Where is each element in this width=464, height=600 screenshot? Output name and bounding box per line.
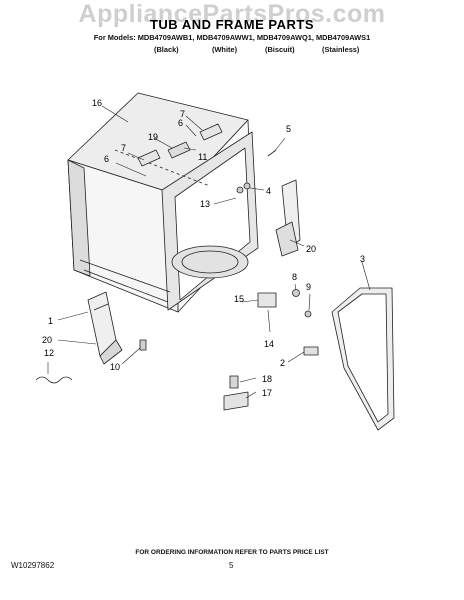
- part-19-bracket: [167, 141, 191, 159]
- callout-8: 8: [292, 272, 297, 282]
- watermark: AppliancePartsPros.com: [78, 0, 386, 28]
- part-9-screw: [304, 310, 312, 318]
- part-7-bracket-lower: [137, 149, 161, 167]
- left-bracket: [87, 291, 123, 365]
- callout-17: 17: [262, 388, 272, 398]
- part-17-leveling-leg: [223, 391, 249, 411]
- part-4-nut: [236, 186, 244, 194]
- callout-6: 6: [178, 118, 183, 128]
- right-bracket: [275, 179, 301, 257]
- callout-19: 19: [148, 132, 158, 142]
- callout-15: 15: [234, 294, 244, 304]
- callout-7: 7: [180, 109, 185, 119]
- part-8-screw: [292, 289, 300, 297]
- part-7-bracket-upper: [199, 123, 223, 141]
- color-biscuit: (Biscuit): [265, 45, 295, 54]
- ordering-note: FOR ORDERING INFORMATION REFER TO PARTS …: [135, 549, 329, 556]
- callout-12: 12: [44, 348, 54, 358]
- callout-7: 7: [121, 143, 126, 153]
- page-number: 5: [229, 561, 234, 570]
- part-15-bracket: [257, 292, 277, 308]
- part-10-screw: [139, 339, 147, 351]
- color-black: (Black): [154, 45, 179, 54]
- model-list: For Models: MDB4709AWB1, MDB4709AWW1, MD…: [93, 33, 371, 42]
- callout-11: 11: [198, 152, 207, 162]
- callout-20: 20: [306, 244, 316, 254]
- callout-16: 16: [92, 98, 102, 108]
- part-12-spring: [35, 376, 73, 384]
- callout-1: 1: [48, 316, 53, 326]
- color-white: (White): [212, 45, 238, 54]
- part-4-nut-2: [243, 182, 251, 190]
- callout-13: 13: [200, 199, 210, 209]
- callout-3: 3: [360, 254, 365, 264]
- callout-4: 4: [266, 186, 271, 196]
- color-stainless: (Stainless): [322, 45, 360, 54]
- part-2-clip: [303, 346, 319, 356]
- callout-14: 14: [264, 339, 274, 349]
- document-number: W10297862: [11, 561, 55, 570]
- callout-10: 10: [110, 362, 120, 372]
- tub-body: [67, 92, 259, 313]
- page-title: TUB AND FRAME PARTS: [149, 17, 315, 32]
- callout-20: 20: [42, 335, 52, 345]
- callout-9: 9: [306, 282, 311, 292]
- callout-6: 6: [104, 154, 109, 164]
- callout-5: 5: [286, 124, 291, 134]
- callout-18: 18: [262, 374, 272, 384]
- part-18-screw: [229, 375, 239, 389]
- door-gasket: [331, 287, 395, 431]
- callout-2: 2: [280, 358, 285, 368]
